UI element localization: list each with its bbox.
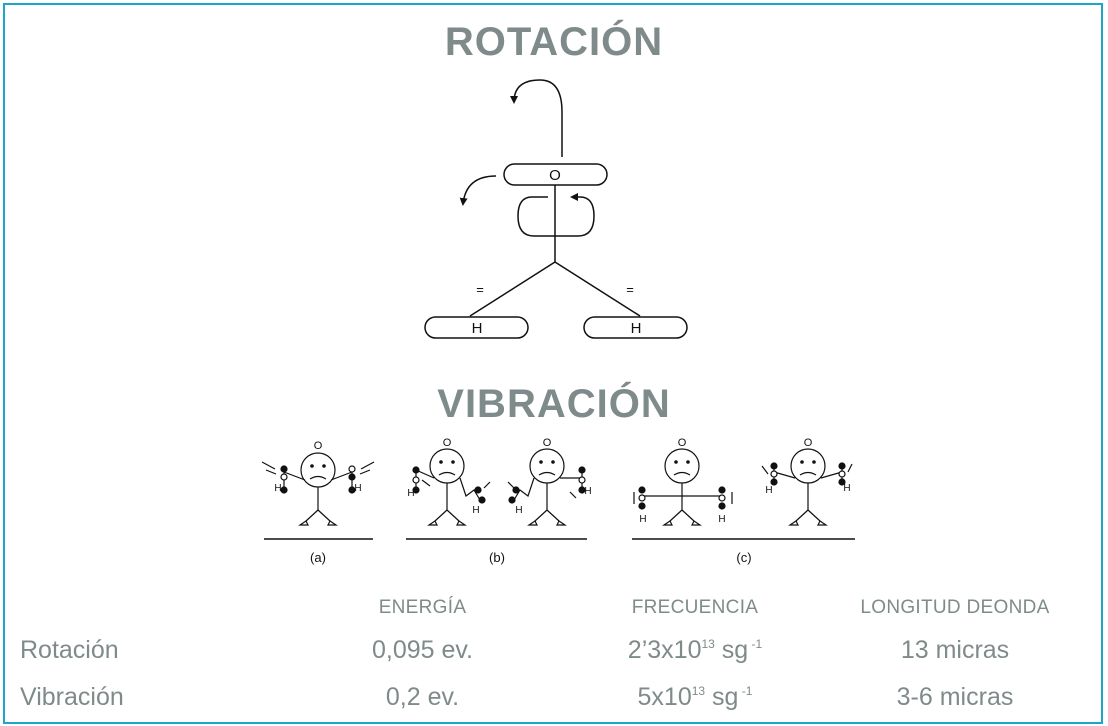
- figure-b2-h-right: H: [584, 486, 591, 497]
- caption-a: (a): [310, 550, 326, 565]
- figure-c1-oxygen-label: O: [678, 437, 687, 449]
- figure-c2-h-left: H: [765, 485, 772, 496]
- oxygen-label: O: [549, 167, 561, 184]
- figure-b1-h-left: H: [407, 488, 414, 499]
- caption-b: (b): [489, 550, 505, 565]
- bond-left: [469, 261, 556, 317]
- rotation-arrow-top: [510, 79, 563, 157]
- vibration-figure-b1: [412, 448, 491, 526]
- figure-b1-oxygen-label: O: [443, 437, 452, 449]
- rotation-energy: 0,095 ev.: [371, 636, 473, 664]
- vibration-frequency-unit: sg: [705, 683, 739, 711]
- figure-a-oxygen-label: O: [314, 440, 323, 452]
- vibration-frequency: 5x1013 sg -1: [590, 683, 800, 712]
- figure-c1-h-right: H: [718, 514, 725, 525]
- vibration-frequency-base: 5x10: [637, 683, 692, 711]
- rotation-arrow-left: [459, 175, 497, 206]
- vibration-figure-b2: [406, 448, 587, 540]
- vibration-figure-a: [261, 452, 375, 540]
- vibration-wavelength: 3-6 micras: [896, 683, 1014, 711]
- column-header-frequency: FRECUENCIA: [631, 597, 759, 618]
- hydrogen-label-left: H: [472, 320, 483, 337]
- column-header-wavelength: LONGITUD DEONDA: [860, 597, 1050, 618]
- vibration-figure-c1: [633, 448, 733, 526]
- bond-right: [554, 261, 641, 317]
- vibration-figures: [261, 448, 855, 540]
- figure-a-h-right: H: [354, 483, 361, 494]
- vibration-frequency-exp: 13: [691, 684, 706, 698]
- vibration-atom-labels: O H H O H H O H H O H H O H H: [274, 437, 850, 525]
- bond-mark-right: =: [626, 282, 634, 297]
- rotation-heading: ROTACIÓN: [444, 20, 664, 64]
- rotation-frequency-unit: sg: [714, 636, 749, 664]
- column-header-energy: ENERGÍA: [378, 597, 467, 618]
- row-label-vibration: Vibración: [20, 683, 124, 711]
- rotation-loop: [517, 193, 595, 237]
- figure-b2-oxygen-label: O: [543, 437, 552, 449]
- figure-c1-h-left: H: [639, 514, 646, 525]
- figure-c2-h-right: H: [843, 483, 850, 494]
- caption-c: (c): [736, 550, 751, 565]
- vibration-heading: VIBRACIÓN: [437, 382, 671, 426]
- figure-b2-h-left: H: [515, 505, 522, 516]
- figure-b1-h-right: H: [472, 505, 479, 516]
- rotation-wavelength: 13 micras: [900, 636, 1010, 664]
- bond-mark-left: =: [476, 282, 484, 297]
- rotation-frequency-base: 2’3x10: [627, 636, 702, 664]
- rotation-frequency-exp: 13: [701, 637, 715, 651]
- rotation-frequency-unit-exp: -1: [748, 637, 763, 651]
- hydrogen-atom-right: [583, 316, 688, 339]
- figure-a-h-left: H: [274, 483, 281, 494]
- vibration-energy: 0,2 ev.: [385, 683, 460, 711]
- vibration-figure-c2: [632, 448, 855, 540]
- hydrogen-label-right: H: [631, 320, 642, 337]
- hydrogen-atom-left: [424, 316, 529, 339]
- row-label-rotation: Rotación: [20, 636, 119, 664]
- rotation-frequency: 2’3x1013 sg -1: [590, 636, 800, 665]
- vibration-frequency-unit-exp: -1: [738, 684, 753, 698]
- figure-c2-oxygen-label: O: [804, 437, 813, 449]
- figure-frame: [3, 3, 1103, 724]
